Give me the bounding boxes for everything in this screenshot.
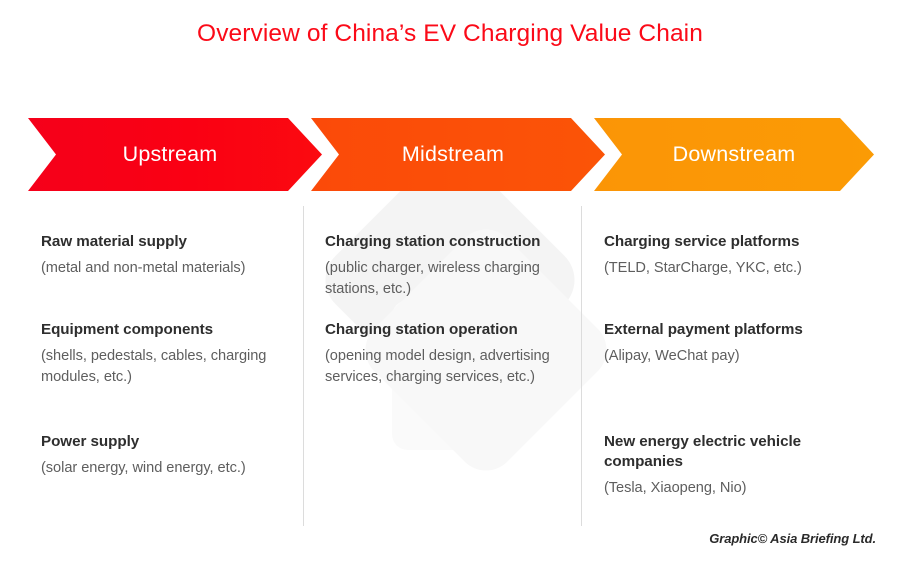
block-subtext: (Alipay, WeChat pay) (604, 348, 740, 364)
block-subtext: (opening model design, advertising servi… (325, 348, 550, 385)
list-item: Raw material supply (metal and non-metal… (41, 232, 303, 279)
block-heading: Power supply (41, 433, 140, 450)
block-heading: New energy electric vehicle companies (604, 433, 802, 470)
column-downstream: Charging service platforms (TELD, StarCh… (604, 206, 870, 526)
block-heading: Charging station operation (325, 321, 518, 338)
list-item: Charging station construction (public ch… (325, 232, 577, 299)
page-title: Overview of China’s EV Charging Value Ch… (197, 20, 703, 47)
block-heading: External payment platforms (604, 321, 803, 338)
block-subtext: (TELD, StarCharge, YKC, etc.) (604, 260, 802, 276)
value-chain-columns: Raw material supply (metal and non-metal… (0, 206, 900, 526)
stage-label-downstream: Downstream (672, 142, 796, 166)
column-divider-1 (303, 206, 304, 526)
block-subtext: (solar energy, wind energy, etc.) (41, 460, 246, 476)
block-subtext: (shells, pedestals, cables, charging mod… (41, 348, 267, 385)
block-subtext: (Tesla, Xiaopeng, Nio) (604, 480, 747, 496)
credit-line: Graphic© Asia Briefing Ltd. (709, 531, 876, 546)
block-subtext: (metal and non-metal materials) (41, 260, 246, 276)
column-upstream: Raw material supply (metal and non-metal… (41, 206, 303, 526)
column-midstream: Charging station construction (public ch… (325, 206, 577, 526)
list-item: External payment platforms (Alipay, WeCh… (604, 320, 870, 367)
block-subtext: (public charger, wireless charging stati… (325, 260, 540, 297)
list-item: Equipment components (shells, pedestals,… (41, 320, 303, 387)
block-heading: Charging station construction (325, 233, 541, 250)
stage-label-upstream: Upstream (122, 142, 218, 166)
list-item: New energy electric vehicle companies (T… (604, 432, 870, 499)
list-item: Power supply (solar energy, wind energy,… (41, 432, 303, 479)
stage-label-midstream: Midstream (401, 142, 505, 166)
list-item: Charging station operation (opening mode… (325, 320, 577, 387)
list-item: Charging service platforms (TELD, StarCh… (604, 232, 870, 279)
block-heading: Raw material supply (41, 233, 187, 250)
block-heading: Charging service platforms (604, 233, 800, 250)
block-heading: Equipment components (41, 321, 213, 338)
